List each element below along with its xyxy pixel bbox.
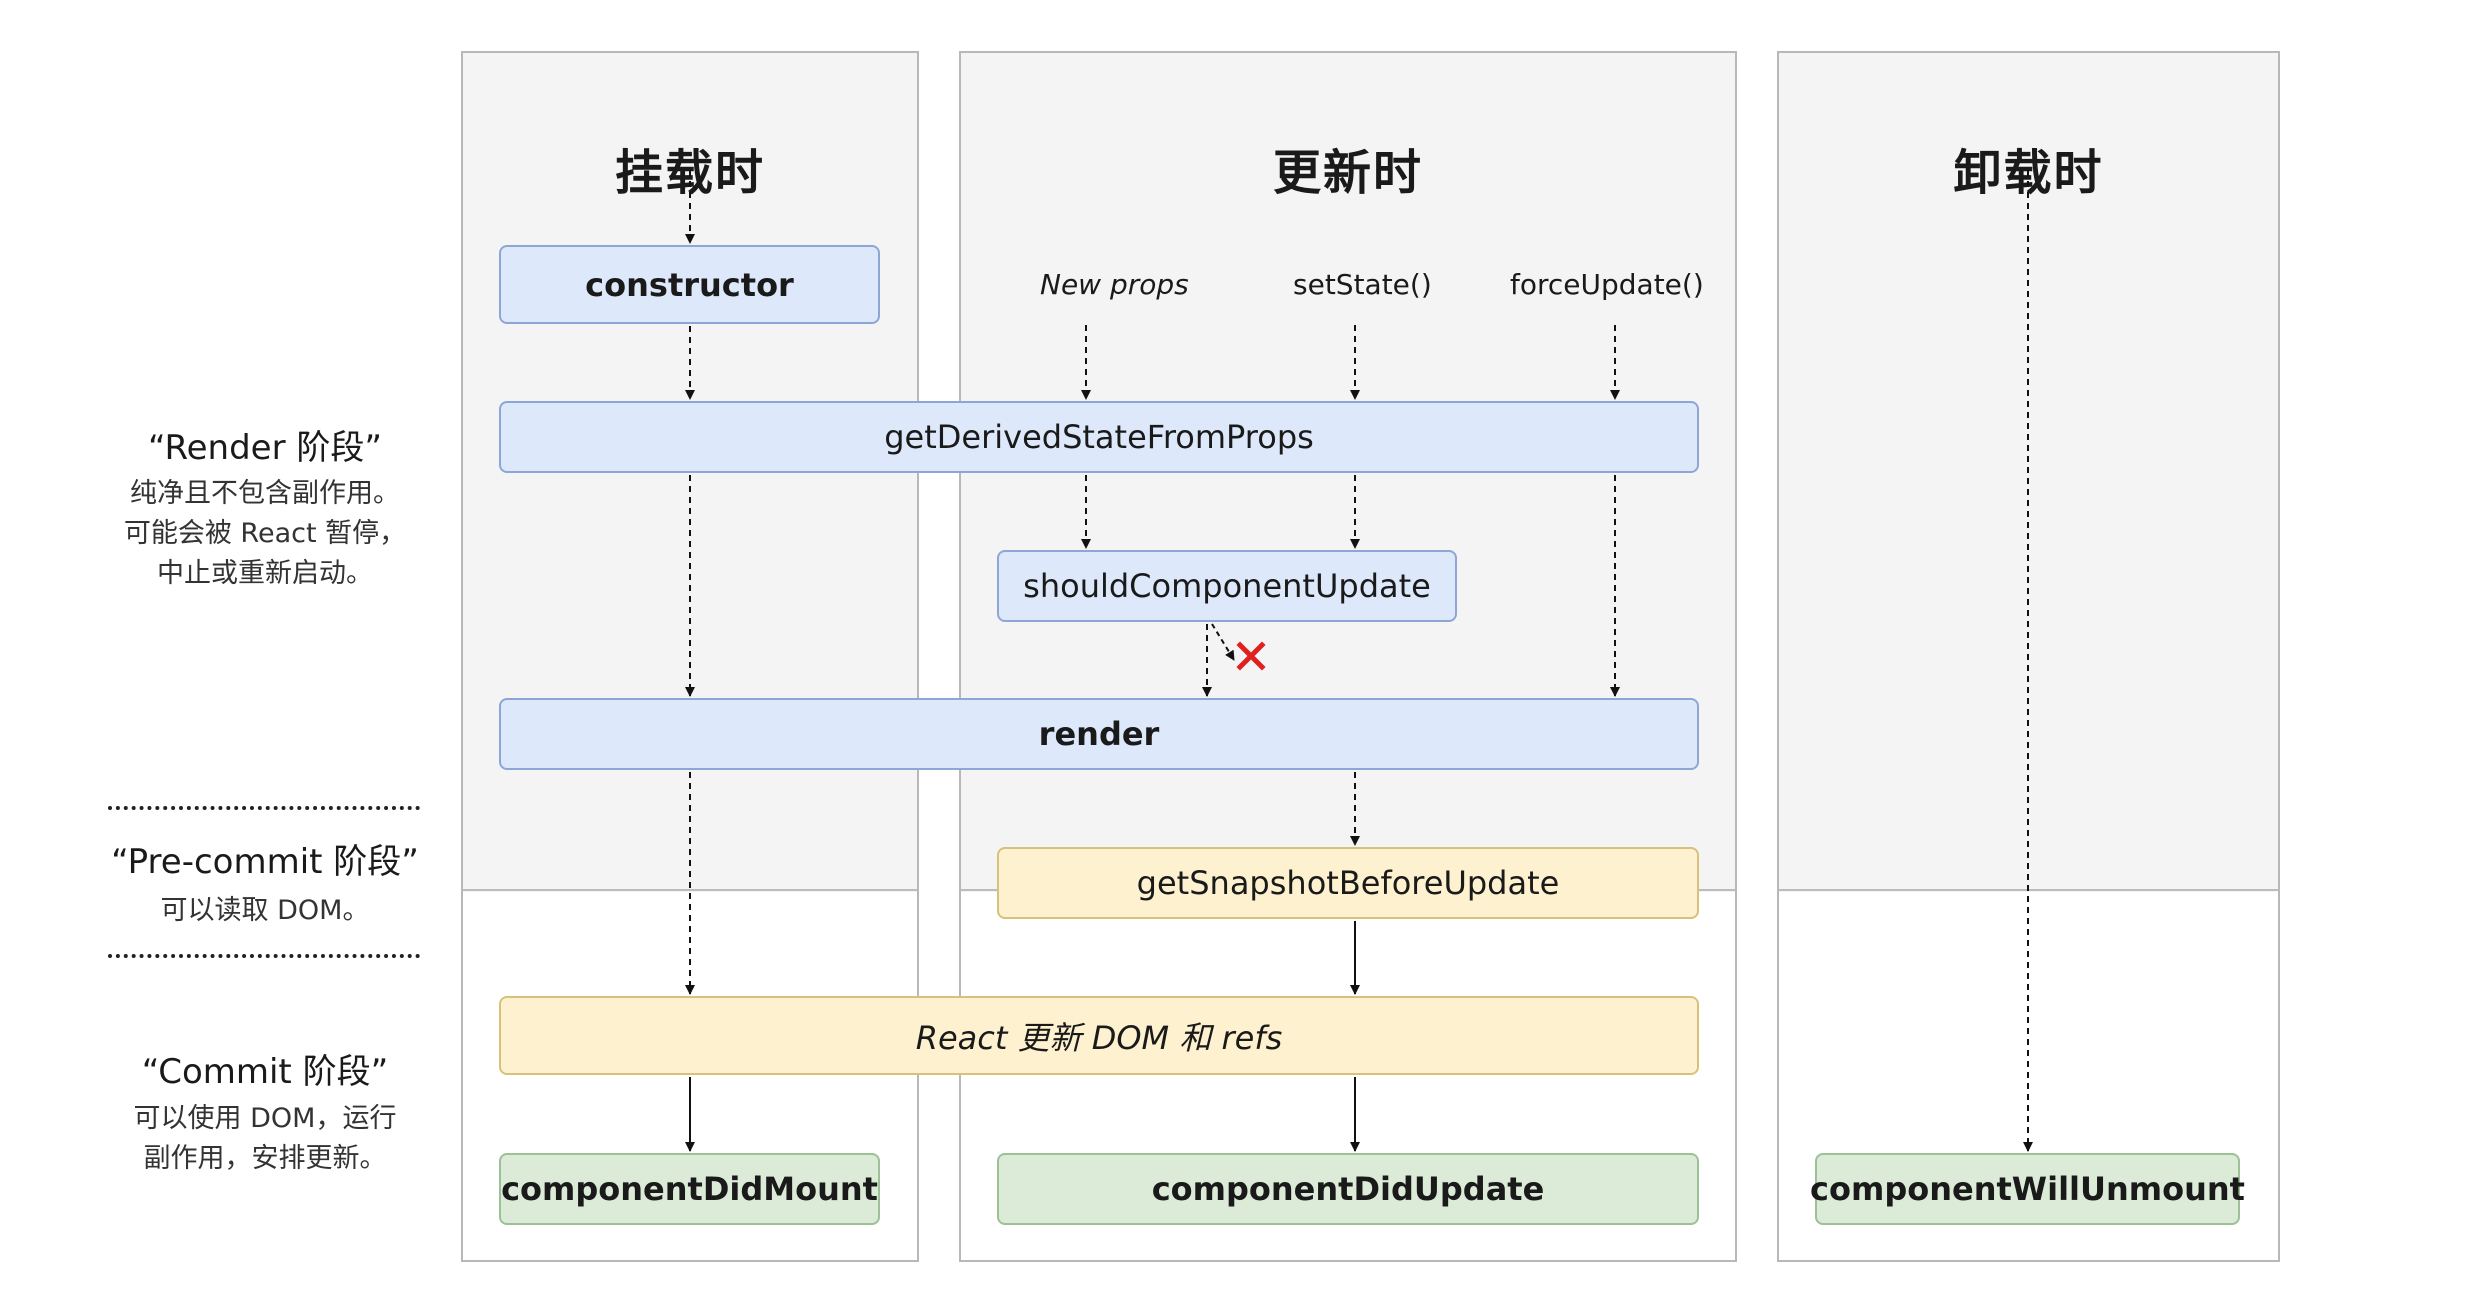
component-did-update-box: componentDidUpdate	[997, 1153, 1699, 1225]
update-column: 更新时	[959, 51, 1737, 1262]
render-precommit-separator	[108, 806, 420, 810]
react-updates-dom-box: React 更新 DOM 和 refs	[499, 996, 1699, 1075]
unmount-column: 卸载时	[1777, 51, 2280, 1262]
mount-column-title: 挂载时	[614, 145, 765, 201]
commit-phase-description: 可以使用 DOM，运行 副作用，安排更新。	[133, 1103, 397, 1174]
component-will-unmount-box: componentWillUnmount	[1810, 1153, 2245, 1225]
render-box: render	[499, 698, 1699, 770]
trigger-set-state: setState()	[1293, 268, 1432, 301]
unmount-column-title: 卸载时	[1953, 145, 2104, 201]
render-phase-title: “Render 阶段”	[147, 428, 383, 468]
should-component-update-box: shouldComponentUpdate	[997, 550, 1457, 622]
mount-column: 挂载时	[461, 51, 919, 1262]
render-phase-description: 纯净且不包含副作用。 可能会被 React 暂停， 中止或重新启动。	[123, 478, 407, 589]
component-did-mount-box: componentDidMount	[499, 1153, 880, 1225]
update-column-title: 更新时	[1272, 145, 1423, 201]
get-derived-state-from-props-box: getDerivedStateFromProps	[499, 401, 1699, 473]
phase-divider	[1779, 889, 2278, 891]
precommit-commit-separator	[108, 954, 420, 958]
commit-phase-title: “Commit 阶段”	[141, 1052, 389, 1092]
trigger-new-props: New props	[1040, 268, 1189, 301]
constructor-box: constructor	[499, 245, 880, 324]
get-snapshot-before-update-box: getSnapshotBeforeUpdate	[997, 847, 1699, 919]
phase-divider	[463, 889, 917, 891]
precommit-phase-title: “Pre-commit 阶段”	[111, 842, 419, 882]
precommit-phase-description: 可以读取 DOM。	[160, 895, 370, 926]
trigger-force-update: forceUpdate()	[1510, 268, 1704, 301]
